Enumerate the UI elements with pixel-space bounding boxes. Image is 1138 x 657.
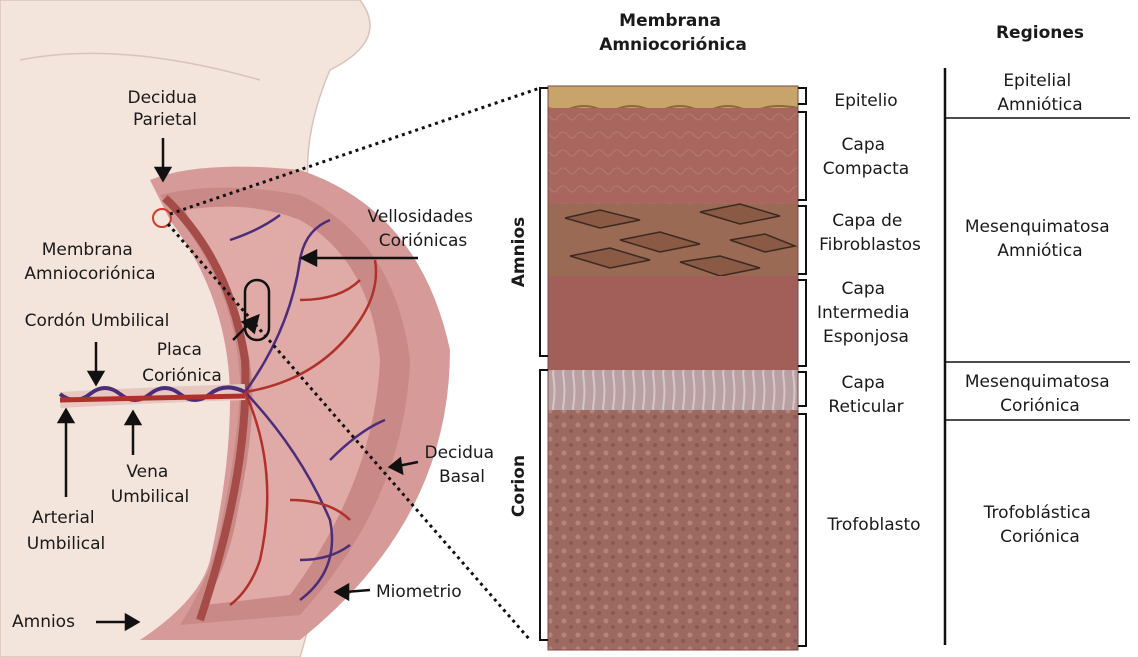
region-label-line: Coriónica bbox=[1000, 396, 1080, 416]
label-placa-line: Coriónica bbox=[142, 366, 222, 386]
membrane-title-line: Membrana bbox=[619, 11, 721, 31]
layer-label-line: Capa bbox=[842, 135, 886, 155]
label-decidua-basal-line: Basal bbox=[439, 467, 485, 487]
region-label-line: Trofoblástica bbox=[983, 503, 1091, 523]
region-label-line: Epitelial bbox=[1003, 71, 1071, 91]
layer-label-reticular: Capa Reticular bbox=[828, 373, 903, 417]
layer-label-line: Intermedia bbox=[817, 303, 910, 323]
side-label-amnios: Amnios bbox=[509, 217, 529, 288]
layer-esponjosa bbox=[548, 276, 798, 370]
layer-label-line: Fibroblastos bbox=[819, 235, 921, 255]
region-label-mesenquimatosa-corionica: Mesenquimatosa Coriónica bbox=[965, 372, 1115, 416]
region-label-trofoblastica: Trofoblástica Coriónica bbox=[983, 503, 1097, 547]
side-brackets bbox=[540, 88, 548, 640]
layer-trofoblasto bbox=[548, 410, 798, 650]
membrane-section: Membrana Amniocoriónica Amnios Corion bbox=[509, 11, 1130, 650]
layer-label-line: Epitelio bbox=[834, 91, 897, 111]
label-decidua-parietal-line: Parietal bbox=[133, 110, 197, 130]
label-cordon-umbilical: Cordón Umbilical bbox=[25, 311, 170, 331]
label-arterial-line: Umbilical bbox=[27, 534, 105, 554]
layer-label-trofoblasto: Trofoblasto bbox=[826, 515, 920, 535]
region-label-mesenquimatosa-amniotica: Mesenquimatosa Amniótica bbox=[965, 217, 1115, 261]
layer-label-compacta: Capa Compacta bbox=[823, 135, 909, 179]
layer-label-epitelio: Epitelio bbox=[834, 91, 897, 111]
label-amnios: Amnios bbox=[12, 612, 75, 632]
layer-label-line: Capa bbox=[842, 279, 886, 299]
layer-label-line: Reticular bbox=[828, 397, 903, 417]
label-vena-line: Vena bbox=[126, 462, 168, 482]
region-label-line: Mesenquimatosa bbox=[965, 372, 1110, 392]
placenta-illustration: Decidua Parietal Membrana Amniocoriónica… bbox=[0, 0, 540, 657]
region-label-line: Mesenquimatosa bbox=[965, 217, 1110, 237]
region-label-line: Coriónica bbox=[1000, 527, 1080, 547]
layer-epitelio bbox=[548, 86, 798, 108]
membrane-title-line: Amniocoriónica bbox=[599, 35, 747, 55]
label-decidua-basal-line: Decidua bbox=[424, 443, 494, 463]
label-arterial-line: Arterial bbox=[32, 508, 95, 528]
region-label-epitelial: Epitelial Amniótica bbox=[997, 71, 1082, 115]
label-amnios-line: Amnios bbox=[12, 612, 75, 632]
layer-label-line: Compacta bbox=[823, 159, 909, 179]
regions-title: Regiones bbox=[996, 23, 1084, 43]
label-placa-line: Placa bbox=[157, 340, 202, 360]
label-miometrio-line: Miometrio bbox=[376, 582, 462, 602]
layer-brackets bbox=[798, 88, 806, 646]
label-decidua-parietal-line: Decidua bbox=[127, 88, 197, 108]
layer-label-esponjosa: Capa Intermedia Esponjosa bbox=[817, 279, 915, 347]
label-cordon-line: Cordón Umbilical bbox=[25, 311, 170, 331]
region-label-line: Amniótica bbox=[997, 95, 1082, 115]
label-vena-line: Umbilical bbox=[111, 487, 189, 507]
layer-label-line: Capa de bbox=[832, 211, 902, 231]
label-vellosidades-line: Vellosidades bbox=[368, 207, 474, 227]
region-label-line: Amniótica bbox=[997, 241, 1082, 261]
layer-label-fibroblastos: Capa de Fibroblastos bbox=[819, 211, 921, 255]
side-label-corion: Corion bbox=[509, 455, 529, 517]
label-membrana-line: Membrana bbox=[42, 240, 133, 260]
layer-compacta bbox=[548, 108, 798, 204]
label-membrana-line: Amniocoriónica bbox=[24, 264, 155, 284]
membrane-title: Membrana Amniocoriónica bbox=[599, 11, 747, 55]
layer-label-line: Capa bbox=[842, 373, 886, 393]
layer-label-line: Trofoblasto bbox=[826, 515, 920, 535]
layer-reticular bbox=[548, 370, 798, 410]
layer-label-line: Esponjosa bbox=[823, 327, 909, 347]
label-vellosidades-line: Coriónicas bbox=[379, 231, 468, 251]
label-miometrio: Miometrio bbox=[376, 582, 462, 602]
